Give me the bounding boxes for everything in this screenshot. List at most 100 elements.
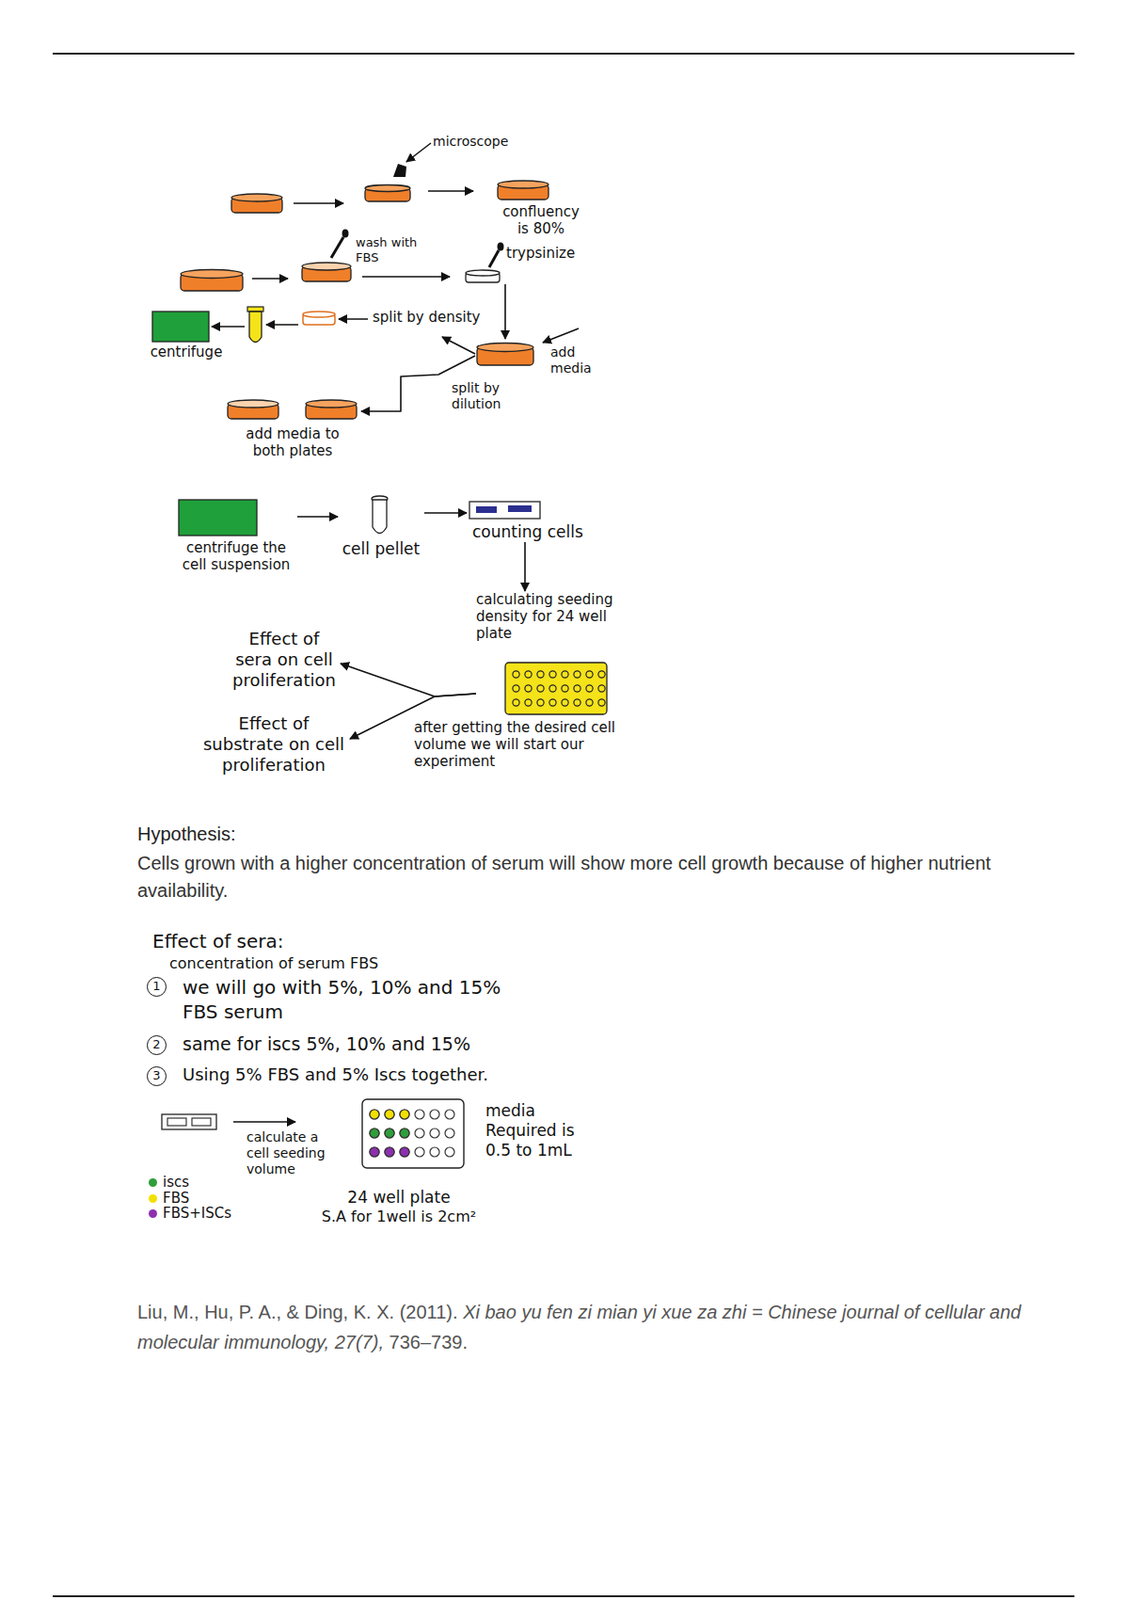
- dish-lid: [465, 270, 500, 276]
- node-label: Effect of substrate on cell proliferatio…: [198, 713, 350, 776]
- dish-pair: add media to both plates: [223, 397, 362, 460]
- note-text: after getting the desired cell volume we…: [413, 718, 626, 770]
- pipette-bulb: [497, 242, 505, 252]
- well-mix: [369, 1146, 380, 1157]
- shape-space: [174, 495, 298, 540]
- callout-label: microscope: [432, 133, 509, 150]
- flow-arrow: [211, 325, 245, 328]
- node-label: add media to both plates: [240, 425, 345, 460]
- legend-text: FBS+ISCs: [162, 1204, 232, 1222]
- flow-arrow: [362, 275, 450, 278]
- slide-chamber: [167, 1117, 187, 1126]
- step-number: 1: [146, 976, 167, 997]
- well-plate: 24 well plateS.A for 1well is 2cm²: [318, 1093, 480, 1226]
- outcome-text: Effect of sera on cell proliferation: [227, 628, 341, 691]
- dish-lid: [231, 193, 283, 202]
- dish-step: confluency is 80%: [493, 178, 589, 238]
- centrifuge-box: centrifuge the cell suspension: [174, 495, 298, 573]
- page-rule: [52, 52, 1075, 55]
- dish-lid: [365, 185, 411, 192]
- step-number: 3: [146, 1065, 167, 1086]
- legend-swatch: [148, 1177, 158, 1187]
- well-iscs: [399, 1128, 410, 1138]
- edge-label: split by dilution: [449, 380, 534, 413]
- dish-lid: [305, 399, 357, 408]
- legend-item: iscs: [148, 1174, 190, 1191]
- flow-connector: [424, 511, 467, 514]
- node-label: counting cells: [472, 522, 588, 542]
- slide-chamber: [476, 506, 497, 513]
- leader-arrow: [542, 328, 579, 343]
- tube-step: cell pellet: [337, 492, 425, 559]
- well-plate-shape: [505, 662, 607, 715]
- legend-swatch: [148, 1208, 158, 1218]
- reference-text: 736–739.: [389, 1331, 468, 1352]
- note-text: concentration of serum FBS: [169, 954, 379, 973]
- well-mix: [399, 1146, 410, 1157]
- slide-chamber: [508, 505, 532, 512]
- flow-connector: [297, 515, 338, 518]
- shape-space: [146, 308, 226, 344]
- page-rule: [52, 1594, 1075, 1597]
- dish-lid: [180, 270, 243, 279]
- counting-slide: [469, 501, 541, 519]
- flow-connector: [340, 663, 477, 697]
- legend-swatch: [148, 1193, 158, 1203]
- counting-slide: [161, 1113, 217, 1129]
- note-text: we will go with 5%, 10% and 15% FBS seru…: [182, 974, 517, 1024]
- well-iscs: [384, 1128, 395, 1138]
- shape-space: [472, 495, 588, 523]
- shape-space: [318, 1093, 480, 1188]
- legend-text: FBS: [162, 1189, 190, 1207]
- node-label: cell pellet: [337, 539, 425, 559]
- flow-arrow: [293, 202, 344, 205]
- shape-space: [493, 178, 589, 204]
- legend-item: FBS+ISCs: [148, 1205, 232, 1222]
- node-label: S.A for 1well is 2cm²: [318, 1207, 480, 1226]
- flow-arrow: [252, 277, 288, 280]
- flow-arrow: [233, 1120, 296, 1123]
- well-fbs: [369, 1109, 380, 1119]
- legend-text: iscs: [162, 1173, 190, 1191]
- dish-step: trypsinize: [461, 240, 578, 285]
- reference-block: Liu, M., Hu, P. A., & Ding, K. X. (2011)…: [137, 1296, 1032, 1357]
- slide-step: counting cells: [466, 495, 588, 542]
- note-text: same for iscs 5%, 10% and 15%: [182, 1033, 471, 1055]
- note-text: Using 5% FBS and 5% Iscs together.: [182, 1064, 489, 1085]
- dish-lid: [227, 399, 279, 408]
- dish-lid: [497, 180, 549, 189]
- slide-chamber: [191, 1117, 211, 1126]
- dish-lid: [302, 262, 351, 271]
- arrow-label: calculate a cell seeding volume: [246, 1129, 341, 1177]
- plate-wells: [366, 1104, 458, 1161]
- well-plate-shape: [362, 1098, 464, 1168]
- flow-arrow: [266, 323, 299, 326]
- leader-arrow: [406, 143, 431, 162]
- body-text: Cells grown with a higher concentration …: [137, 849, 1036, 905]
- node-label: add media: [550, 344, 603, 377]
- node-label: trypsinize: [506, 244, 578, 262]
- note-text: media Required is 0.5 to 1mL: [485, 1100, 575, 1161]
- section-heading: Hypothesis:: [137, 822, 237, 845]
- pipette-bulb: [342, 229, 350, 239]
- node-label: centrifuge: [146, 343, 226, 361]
- node-label: centrifuge the cell suspension: [174, 539, 298, 573]
- dish-lid: [302, 311, 335, 318]
- node-label: calculating seeding density for 24 well …: [476, 590, 618, 642]
- reference-text: Liu, M., Hu, P. A., & Ding, K. X. (2011)…: [137, 1301, 459, 1322]
- shape-space: [337, 492, 425, 540]
- outcome-text: Effect of substrate on cell proliferatio…: [197, 713, 350, 776]
- centrifuge-tube: [249, 311, 262, 343]
- well-fbs: [399, 1109, 410, 1119]
- tube-cap: [247, 306, 264, 312]
- shape-space: [223, 397, 362, 426]
- plate-wells: [509, 667, 608, 710]
- well-plate: calculating seeding density for 24 well …: [476, 590, 618, 716]
- well-fbs: [384, 1109, 395, 1119]
- pellet-tube: [372, 499, 387, 534]
- pipette: [489, 250, 499, 268]
- dish-lid: [477, 343, 534, 352]
